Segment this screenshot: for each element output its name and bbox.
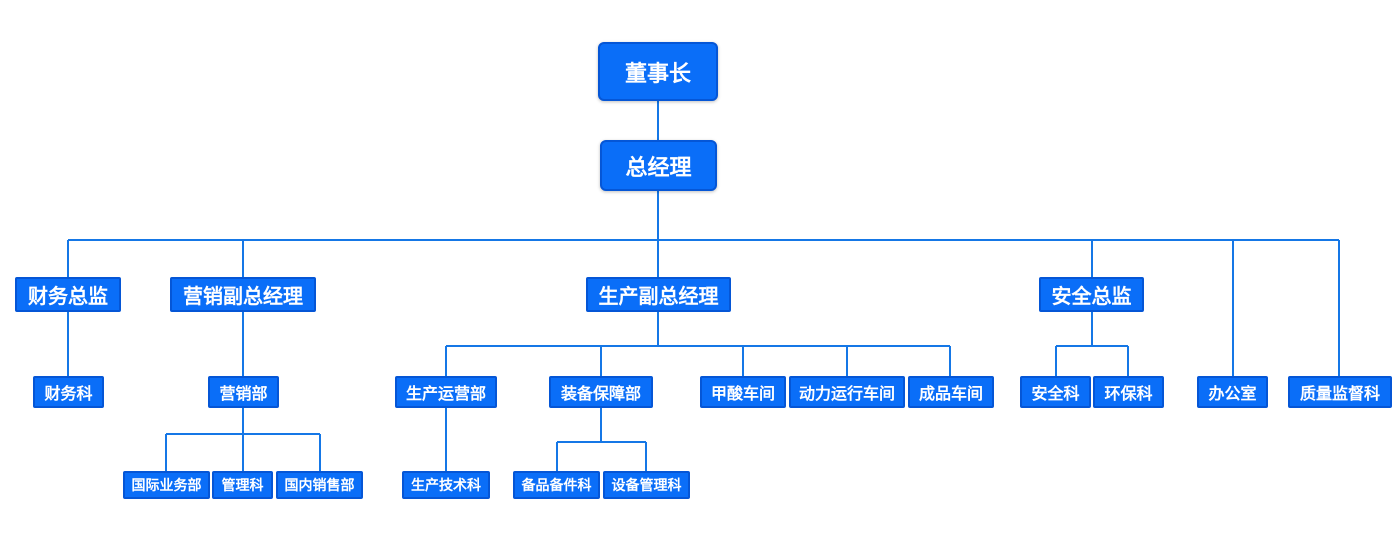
node-office: 办公室 [1197, 376, 1268, 408]
node-production-tech: 生产技术科 [402, 471, 490, 499]
node-safety-director: 安全总监 [1039, 277, 1144, 312]
node-chairman: 董事长 [598, 42, 718, 101]
node-equipment-dept: 装备保障部 [549, 376, 653, 408]
node-production-vp: 生产副总经理 [586, 277, 731, 312]
node-power-workshop: 动力运行车间 [789, 376, 905, 408]
node-finished-workshop: 成品车间 [908, 376, 994, 408]
node-sales-dept: 营销部 [208, 376, 279, 408]
node-sales-vp: 营销副总经理 [170, 277, 316, 312]
node-spare-parts: 备品备件科 [513, 471, 600, 499]
node-equipment-management: 设备管理科 [603, 471, 690, 499]
node-safety-section: 安全科 [1020, 376, 1091, 408]
node-formic-workshop: 甲酸车间 [700, 376, 786, 408]
node-intl-business: 国际业务部 [123, 471, 210, 499]
node-production-ops-dept: 生产运营部 [395, 376, 497, 408]
node-finance-section: 财务科 [33, 376, 104, 408]
node-general-manager: 总经理 [600, 140, 717, 191]
node-domestic-sales: 国内销售部 [276, 471, 363, 499]
node-cfo: 财务总监 [15, 277, 121, 312]
node-sales-management: 管理科 [212, 471, 273, 499]
node-quality-section: 质量监督科 [1288, 376, 1392, 408]
node-environment-section: 环保科 [1093, 376, 1164, 408]
